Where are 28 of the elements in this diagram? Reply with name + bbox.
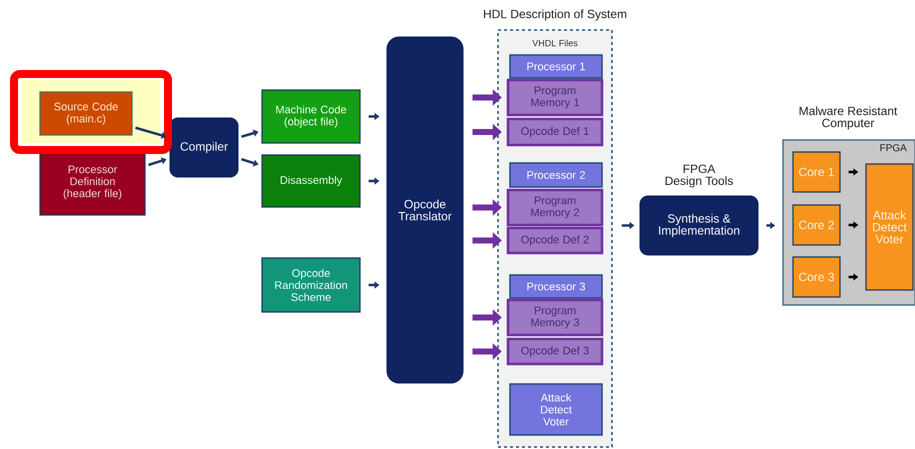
- file-box: Machine Code (object file): [261, 89, 361, 144]
- core-box: Core 1: [792, 151, 841, 193]
- file-box: Processor 2: [509, 162, 603, 188]
- core-box: Core 3: [792, 256, 841, 298]
- core-box: Attack Detect Voter: [865, 163, 914, 291]
- file-box: Opcode Randomization Scheme: [261, 257, 361, 313]
- file-box: Processor 3: [509, 274, 603, 299]
- file-box: Program Memory 2: [506, 188, 604, 226]
- file-box: Program Memory 3: [506, 298, 604, 336]
- file-box: Opcode Def 1: [506, 118, 604, 146]
- file-box: Program Memory 1: [506, 78, 604, 116]
- heading: HDL Description of System: [484, 9, 626, 21]
- heading: Malware Resistant Computer: [800, 106, 898, 130]
- core-box: Core 2: [792, 204, 841, 246]
- group-label: VHDL Files: [532, 40, 578, 46]
- process-box: Synthesis & Implementation: [640, 196, 758, 256]
- file-box: Opcode Def 2: [506, 226, 604, 254]
- file-box: Opcode Def 3: [506, 338, 604, 366]
- file-box: Attack Detect Voter: [509, 383, 603, 436]
- process-box: Compiler: [170, 118, 238, 178]
- heading: FPGA Design Tools: [666, 164, 733, 188]
- file-box: Processor 1: [509, 54, 603, 79]
- group-label: FPGA: [880, 144, 907, 152]
- arrow: [241, 130, 258, 138]
- file-box: Processor Definition (header file): [39, 149, 146, 216]
- file-box: Disassembly: [261, 154, 361, 208]
- file-box: Source Code (main.c): [39, 91, 133, 136]
- translator-box: Opcode Translator: [386, 36, 464, 384]
